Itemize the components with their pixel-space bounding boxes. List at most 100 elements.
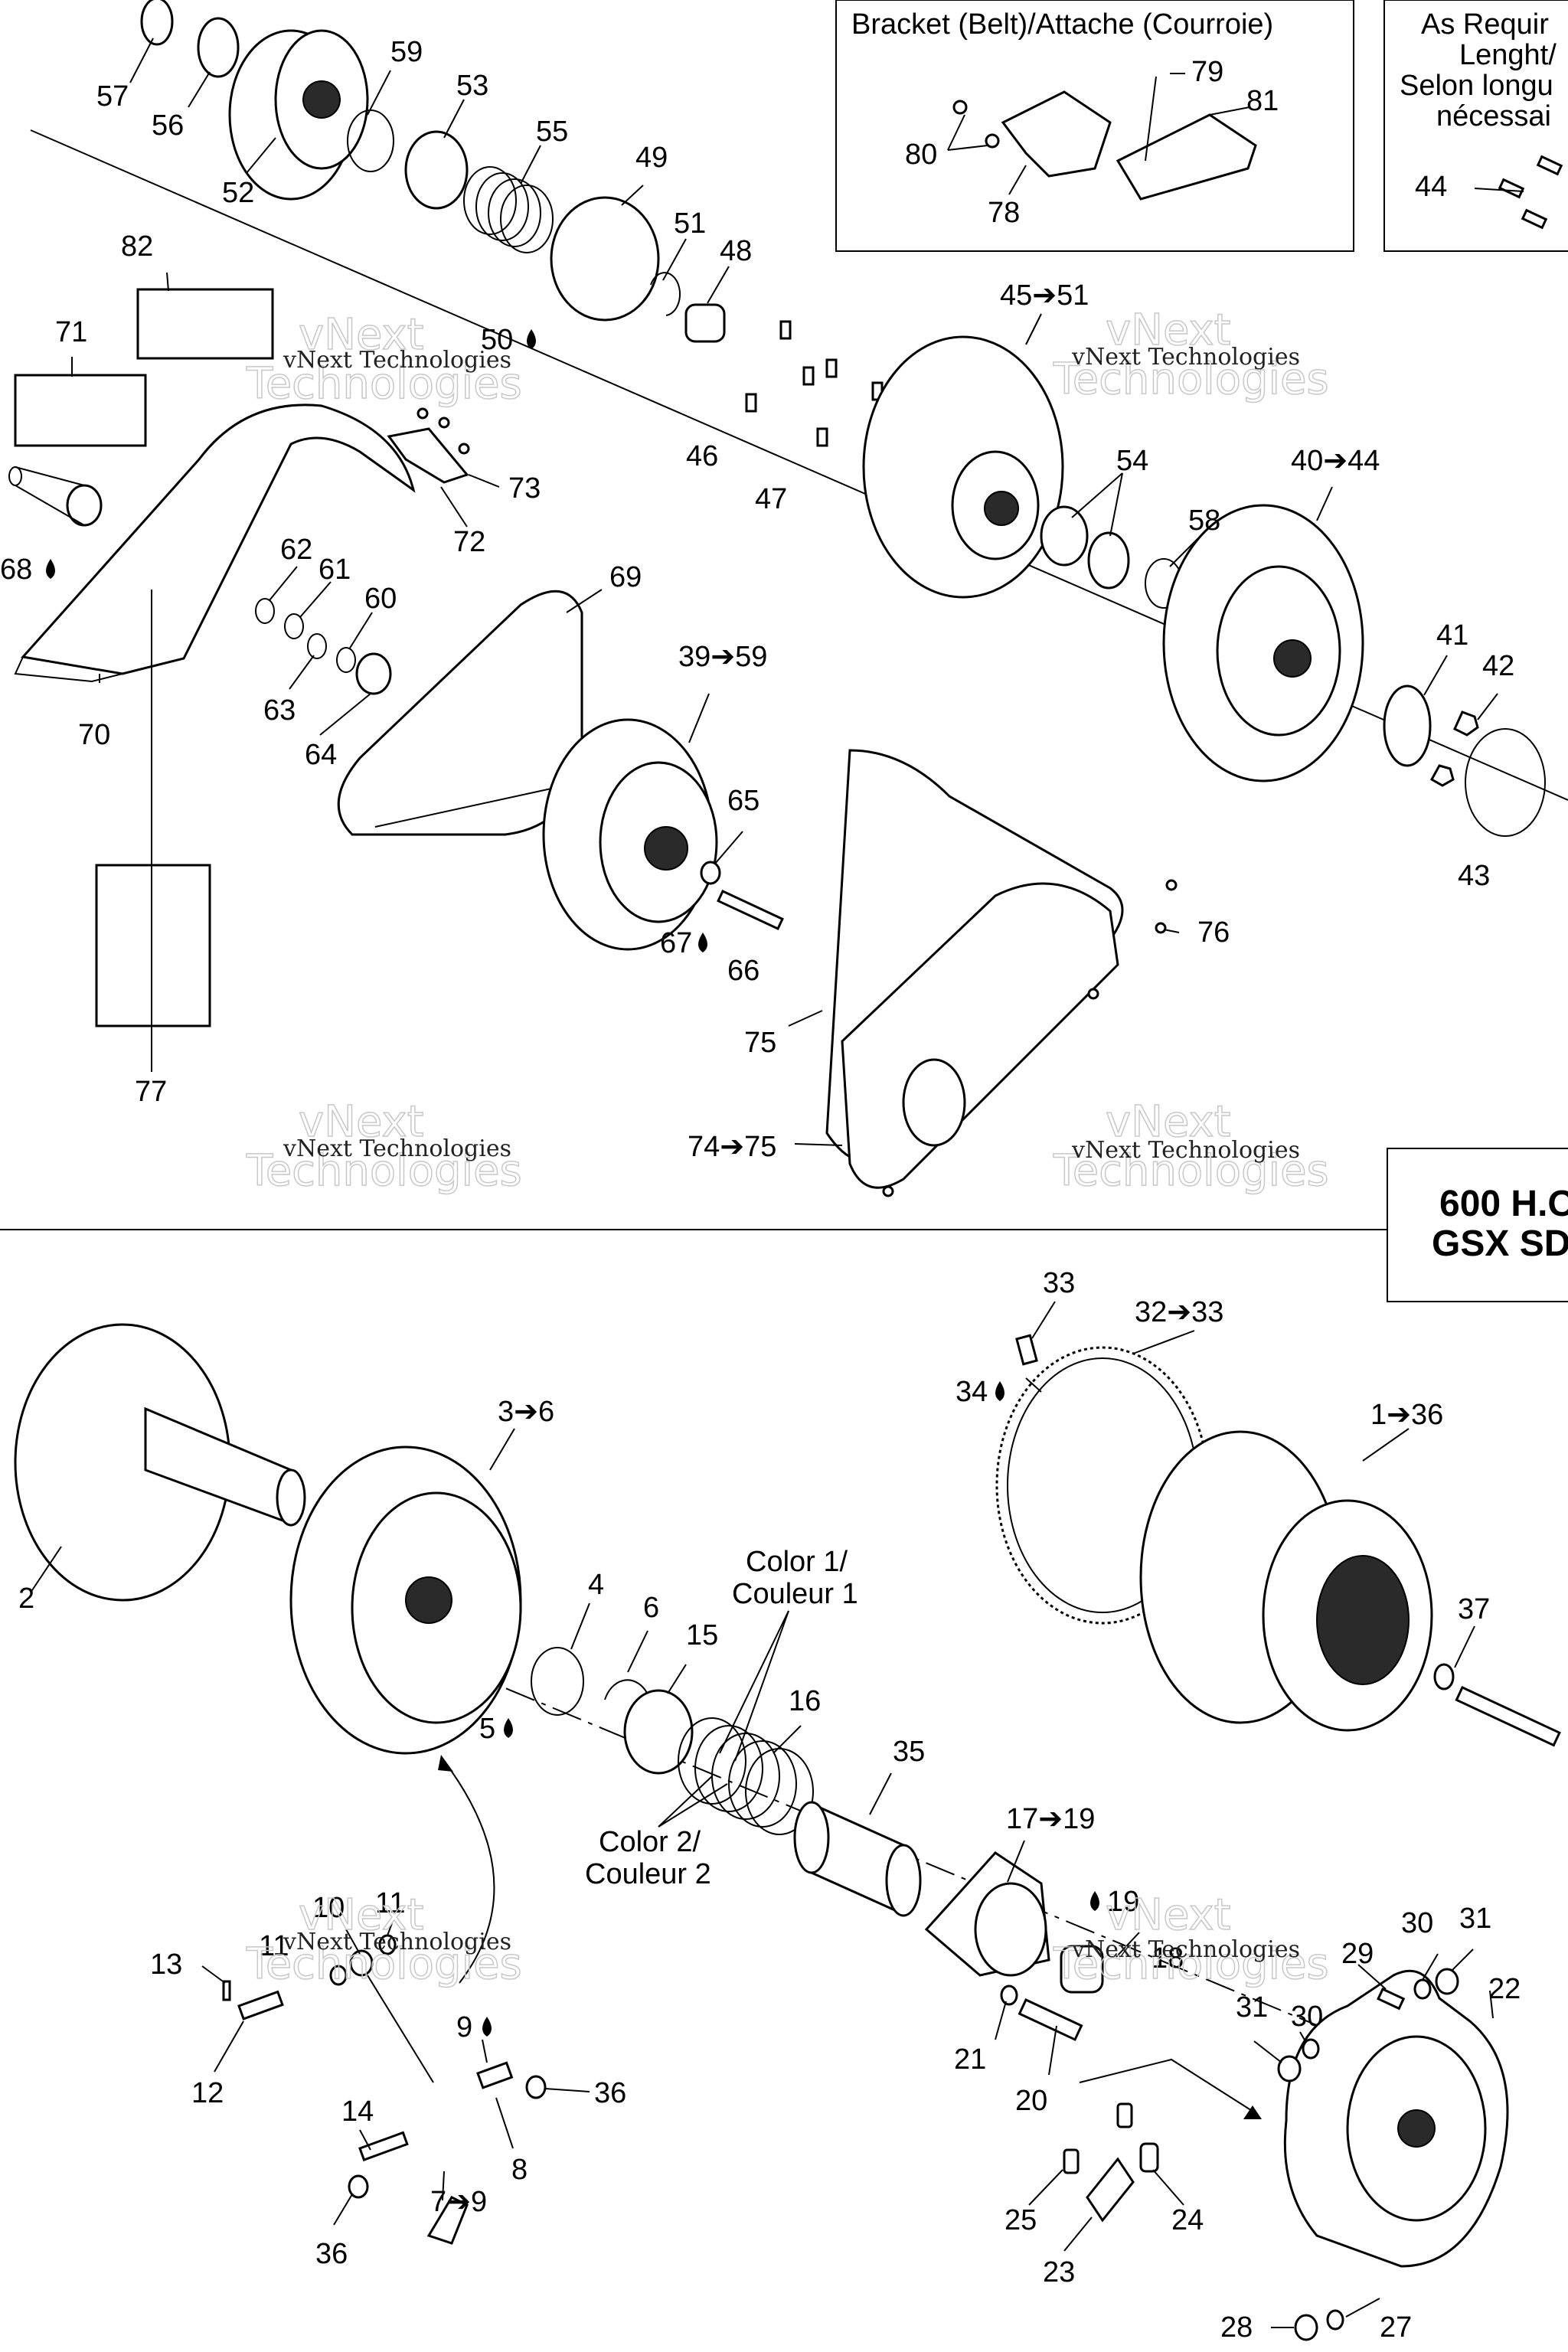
callout-57: 57: [96, 80, 129, 113]
watermark-outline-3b: Technologies: [246, 1146, 522, 1196]
washer-37: [1433, 1663, 1455, 1690]
pin-24: [1139, 2142, 1159, 2173]
callout-1-36: 1➔36: [1370, 1399, 1443, 1431]
bracket-78: [1001, 90, 1112, 178]
ring-41: [1383, 684, 1432, 767]
callout-75: 75: [744, 1027, 776, 1059]
callout-52: 52: [222, 177, 254, 209]
washer-54b: [1087, 531, 1130, 590]
ring-62: [255, 598, 275, 624]
watermark-outline-5b: Technologies: [246, 1939, 522, 1989]
nut-42: [1453, 710, 1479, 737]
install-arrow-lower: [1079, 2058, 1256, 2114]
callout-30a: 30: [1401, 1907, 1433, 1939]
callout-79: 79: [1191, 56, 1223, 88]
watermark-outline-2a: vNext: [1106, 305, 1231, 355]
washer-27: [1326, 2309, 1344, 2331]
callout-65: 65: [727, 785, 760, 817]
nut-43: [1429, 764, 1455, 787]
watermark-6: vNext Technologies: [1071, 1936, 1300, 1963]
sheave-45: [862, 335, 1064, 599]
model-label-line2: GSX SD: [1432, 1223, 1568, 1264]
callout-80: 80: [905, 139, 937, 171]
ring-56: [197, 17, 240, 78]
callout-60: 60: [364, 583, 397, 615]
callout-2: 2: [18, 1583, 34, 1615]
drop-icon: [698, 933, 707, 952]
required-length-box: [1383, 0, 1568, 252]
callout-49: 49: [635, 142, 668, 174]
callout-27: 27: [1380, 2311, 1412, 2344]
drop-icon: [1090, 1891, 1099, 1911]
screw-33: [1015, 1334, 1038, 1366]
oring-4: [531, 1647, 584, 1716]
color2-line2: Couleur 2: [585, 1858, 711, 1890]
label-77: [95, 864, 211, 1027]
cup-53: [404, 130, 469, 210]
watermarks: vNext Technologies vNext Technologies vN…: [245, 305, 1329, 1990]
watermark-1: vNext Technologies: [283, 347, 511, 374]
belt-guard-70: [21, 403, 416, 675]
cover-74-window: [902, 1058, 966, 1147]
callout-35: 35: [893, 1736, 925, 1768]
color2-line1: Color 2/: [599, 1826, 701, 1858]
pin-14: [358, 2131, 409, 2161]
watermark-outline-6a: vNext: [1106, 1890, 1231, 1940]
nut-36a: [525, 2075, 547, 2099]
roller-10: [349, 1949, 374, 1977]
callout-62: 62: [280, 534, 312, 566]
drop-icon: [482, 2017, 492, 2037]
bolt-group-43: [1465, 728, 1546, 837]
lubricant-drop-icons: [46, 329, 1099, 2037]
callout-53: 53: [456, 70, 488, 102]
pin-13: [222, 1980, 231, 2001]
callout-31a: 31: [1459, 1903, 1491, 1935]
pin-12: [237, 1990, 284, 2020]
callout-25: 25: [1004, 2204, 1037, 2236]
callout-3-6: 3➔6: [498, 1396, 554, 1428]
callout-40-44: 40➔44: [1291, 445, 1380, 477]
callout-32-33: 32➔33: [1135, 1296, 1223, 1328]
spider-52-hub: [302, 80, 341, 119]
watermark-4: vNext Technologies: [1071, 1137, 1300, 1164]
callout-77: 77: [135, 1076, 167, 1108]
callout-61: 61: [318, 554, 351, 586]
screw-20: [1018, 1998, 1083, 2041]
callout-8: 8: [511, 2154, 528, 2186]
ring-63: [307, 633, 327, 659]
callout-39-59: 39➔59: [678, 641, 767, 673]
callout-37: 37: [1458, 1593, 1490, 1625]
callout-11b: 11: [259, 1930, 289, 1962]
callout-55: 55: [536, 116, 568, 148]
callout-17-19: 17➔19: [1006, 1803, 1095, 1835]
drop-icon: [995, 1381, 1004, 1401]
spring-29: [1377, 1988, 1406, 2011]
model-box: [1387, 1148, 1568, 1302]
callout-46: 46: [686, 440, 718, 472]
washer-30a: [1413, 1978, 1432, 2000]
callout-19: 19: [1107, 1886, 1139, 1918]
washer-54a: [1040, 505, 1089, 567]
callout-44: 44: [1415, 171, 1447, 203]
shaft-end: [276, 1468, 306, 1527]
watermark-outline-4b: Technologies: [1053, 1146, 1329, 1196]
watermark-outline-4a: vNext: [1106, 1097, 1231, 1147]
spring-55: [463, 166, 554, 253]
callout-23: 23: [1043, 2256, 1075, 2288]
watermark-outline-1a: vNext: [299, 310, 424, 360]
callout-18: 18: [1152, 1942, 1184, 1975]
screw-25b: [1116, 2102, 1133, 2128]
watermark-outline-3a: vNext: [299, 1097, 424, 1147]
spring-16: [678, 1717, 814, 1835]
callout-64: 64: [305, 739, 337, 771]
required-box-title-line4: nécessai: [1436, 100, 1551, 132]
callout-numbers: 57 56 52 59 53 55 49 51 48 50 46 47 45➔5…: [0, 36, 1521, 2344]
callout-67: 67: [660, 927, 692, 959]
ring-61: [284, 613, 304, 639]
callout-30b: 30: [1291, 2001, 1323, 2033]
washer-21: [1000, 1984, 1018, 2006]
label-82: [136, 288, 274, 360]
bushing-8: [476, 2061, 514, 2089]
callout-47: 47: [755, 483, 787, 515]
callout-81: 81: [1246, 85, 1279, 117]
